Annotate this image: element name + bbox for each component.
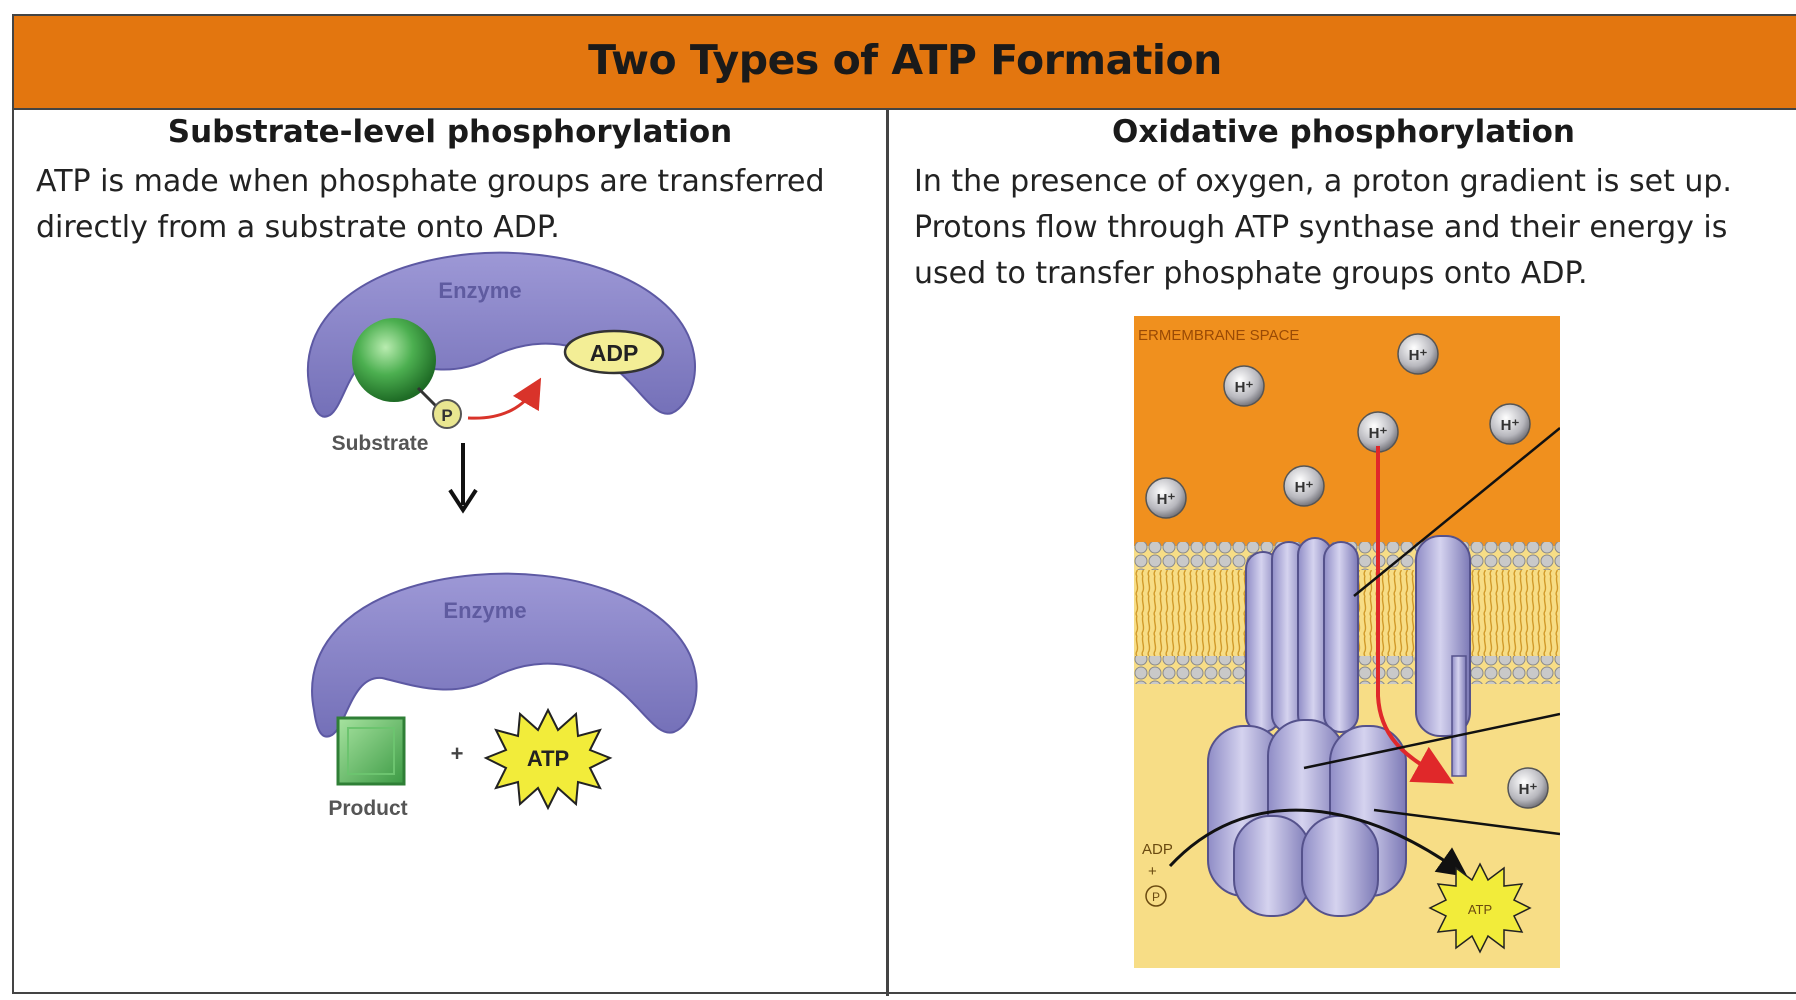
left-description: ATP is made when phosphate groups are tr… xyxy=(36,159,825,251)
adp-label: ADP xyxy=(1142,841,1173,858)
proton-label: H⁺ xyxy=(1295,479,1314,496)
atp-starburst xyxy=(1428,862,1532,954)
left-description-line: directly from a substrate onto ADP. xyxy=(36,210,560,245)
right-heading: Oxidative phosphorylation xyxy=(1112,114,1575,150)
atp-label: ATP xyxy=(1468,902,1492,917)
oxidative-phosphorylation-diagram: ERMEMBRANE SPACE H⁺ H⁺ H⁺ H⁺ H⁺ H⁺ H⁺ xyxy=(1134,316,1560,968)
proton-group: H⁺ H⁺ H⁺ H⁺ H⁺ H⁺ H⁺ xyxy=(1145,333,1549,809)
down-arrow-head xyxy=(448,488,478,514)
right-description: In the presence of oxygen, a proton grad… xyxy=(914,159,1732,297)
slide-title: Two Types of ATP Formation xyxy=(588,36,1222,84)
substrate-label: Substrate xyxy=(332,432,429,455)
atp-starburst xyxy=(483,707,613,811)
proton-label: H⁺ xyxy=(1157,491,1176,508)
intermembrane-space-label: ERMEMBRANE SPACE xyxy=(1138,327,1299,344)
phosphate-transfer-arrow xyxy=(467,377,542,420)
proton-label: H⁺ xyxy=(1369,425,1388,442)
title-bar: Two Types of ATP Formation xyxy=(14,16,1796,110)
intermembrane-space xyxy=(1134,316,1560,546)
adp-ellipse xyxy=(563,329,665,375)
product-label: Product xyxy=(328,797,407,820)
synthase-rotor xyxy=(1245,537,1359,733)
left-heading: Substrate-level phosphorylation xyxy=(167,114,733,150)
phosphate-circle xyxy=(432,399,462,429)
phosphate-circle xyxy=(1145,885,1167,907)
right-description-line: Protons flow through ATP synthase and th… xyxy=(914,210,1728,245)
proton-label: H⁺ xyxy=(1409,347,1428,364)
atp-label: ATP xyxy=(527,746,569,771)
phosphate-label: P xyxy=(1152,890,1160,904)
right-description-line: In the presence of oxygen, a proton grad… xyxy=(914,164,1732,199)
enzyme-top-label: Enzyme xyxy=(438,278,521,303)
right-description-line: used to transfer phosphate groups onto A… xyxy=(914,256,1588,291)
enzyme-bottom-label: Enzyme xyxy=(443,598,526,623)
phosphate-label: P xyxy=(441,406,452,425)
proton-flow-arrow xyxy=(1376,446,1454,784)
left-description-line: ATP is made when phosphate groups are tr… xyxy=(36,164,825,199)
proton-label: H⁺ xyxy=(1235,379,1254,396)
enzyme-bottom-shape xyxy=(311,572,698,738)
proton-label: H⁺ xyxy=(1501,417,1520,434)
column-divider xyxy=(886,110,889,996)
plus-sign: + xyxy=(451,741,464,766)
adp-label: ADP xyxy=(590,340,639,366)
plus-sign: + xyxy=(1148,863,1157,880)
synthase-head xyxy=(1207,719,1407,917)
substrate-level-diagram: Enzyme P ADP Substrate Enzyme Product + … xyxy=(306,251,698,820)
proton-label: H⁺ xyxy=(1519,781,1538,798)
substrate-sphere xyxy=(352,318,436,402)
atp-formation-arrow xyxy=(1168,808,1468,877)
